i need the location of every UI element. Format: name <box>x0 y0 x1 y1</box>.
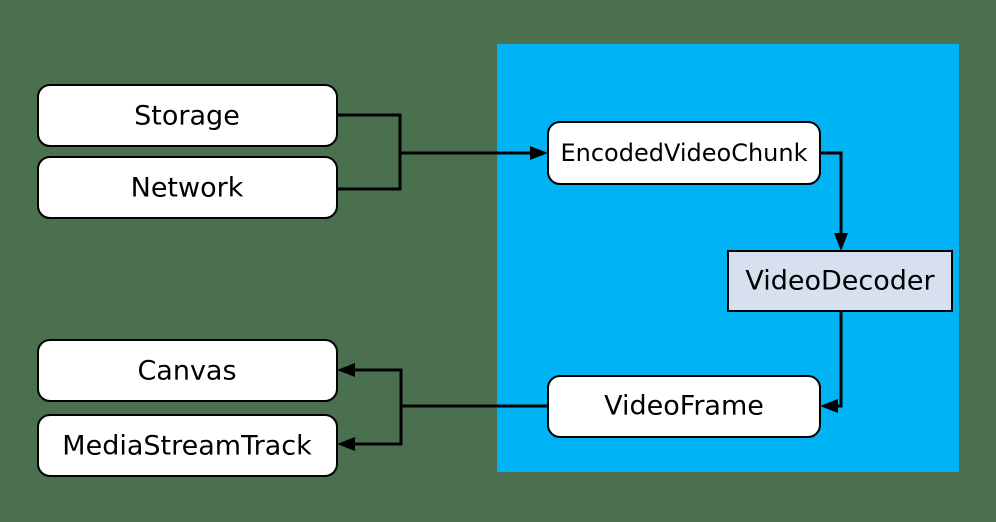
node-videodecoder[interactable]: VideoDecoder <box>727 250 953 312</box>
node-videodecoder-shape[interactable] <box>727 250 953 312</box>
node-mediastreamtrack-shape[interactable] <box>37 414 338 477</box>
node-videodecoder-label: VideoDecoder <box>745 266 935 297</box>
node-videoframe-shape[interactable] <box>547 375 821 438</box>
node-mediastreamtrack-label: MediaStreamTrack <box>62 431 312 462</box>
node-videoframe[interactable]: VideoFrame <box>547 375 821 438</box>
node-storage[interactable]: Storage <box>37 84 338 147</box>
node-canvas-shape[interactable] <box>37 339 338 402</box>
node-network[interactable]: Network <box>37 156 338 219</box>
node-storage-label: Storage <box>134 101 240 132</box>
edge-videoframe-to-sinks <box>337 363 548 451</box>
arrow-head-to-videoframe <box>820 399 838 413</box>
node-videoframe-label: VideoFrame <box>604 391 764 422</box>
node-encodedvideochunk[interactable]: EncodedVideoChunk <box>547 121 821 185</box>
arrow-head-to-mediastreamtrack <box>337 437 355 451</box>
arrow-head-to-canvas <box>337 363 355 377</box>
node-storage-shape[interactable] <box>37 84 338 147</box>
arrow-head-to-encodedvideochunk <box>530 146 548 160</box>
node-encodedvideochunk-label: EncodedVideoChunk <box>560 139 807 167</box>
node-network-label: Network <box>131 173 244 204</box>
edge-videodecoder-to-videoframe <box>820 311 843 413</box>
node-canvas[interactable]: Canvas <box>37 339 338 402</box>
edge-sources-to-encodedvideochunk <box>337 113 548 191</box>
arrow-head-to-videodecoder <box>834 233 848 251</box>
node-encodedvideochunk-shape[interactable] <box>547 121 821 185</box>
node-canvas-label: Canvas <box>137 356 236 387</box>
edge-encodedvideochunk-to-videodecoder <box>820 151 848 251</box>
node-mediastreamtrack[interactable]: MediaStreamTrack <box>37 414 338 477</box>
node-network-shape[interactable] <box>37 156 338 219</box>
